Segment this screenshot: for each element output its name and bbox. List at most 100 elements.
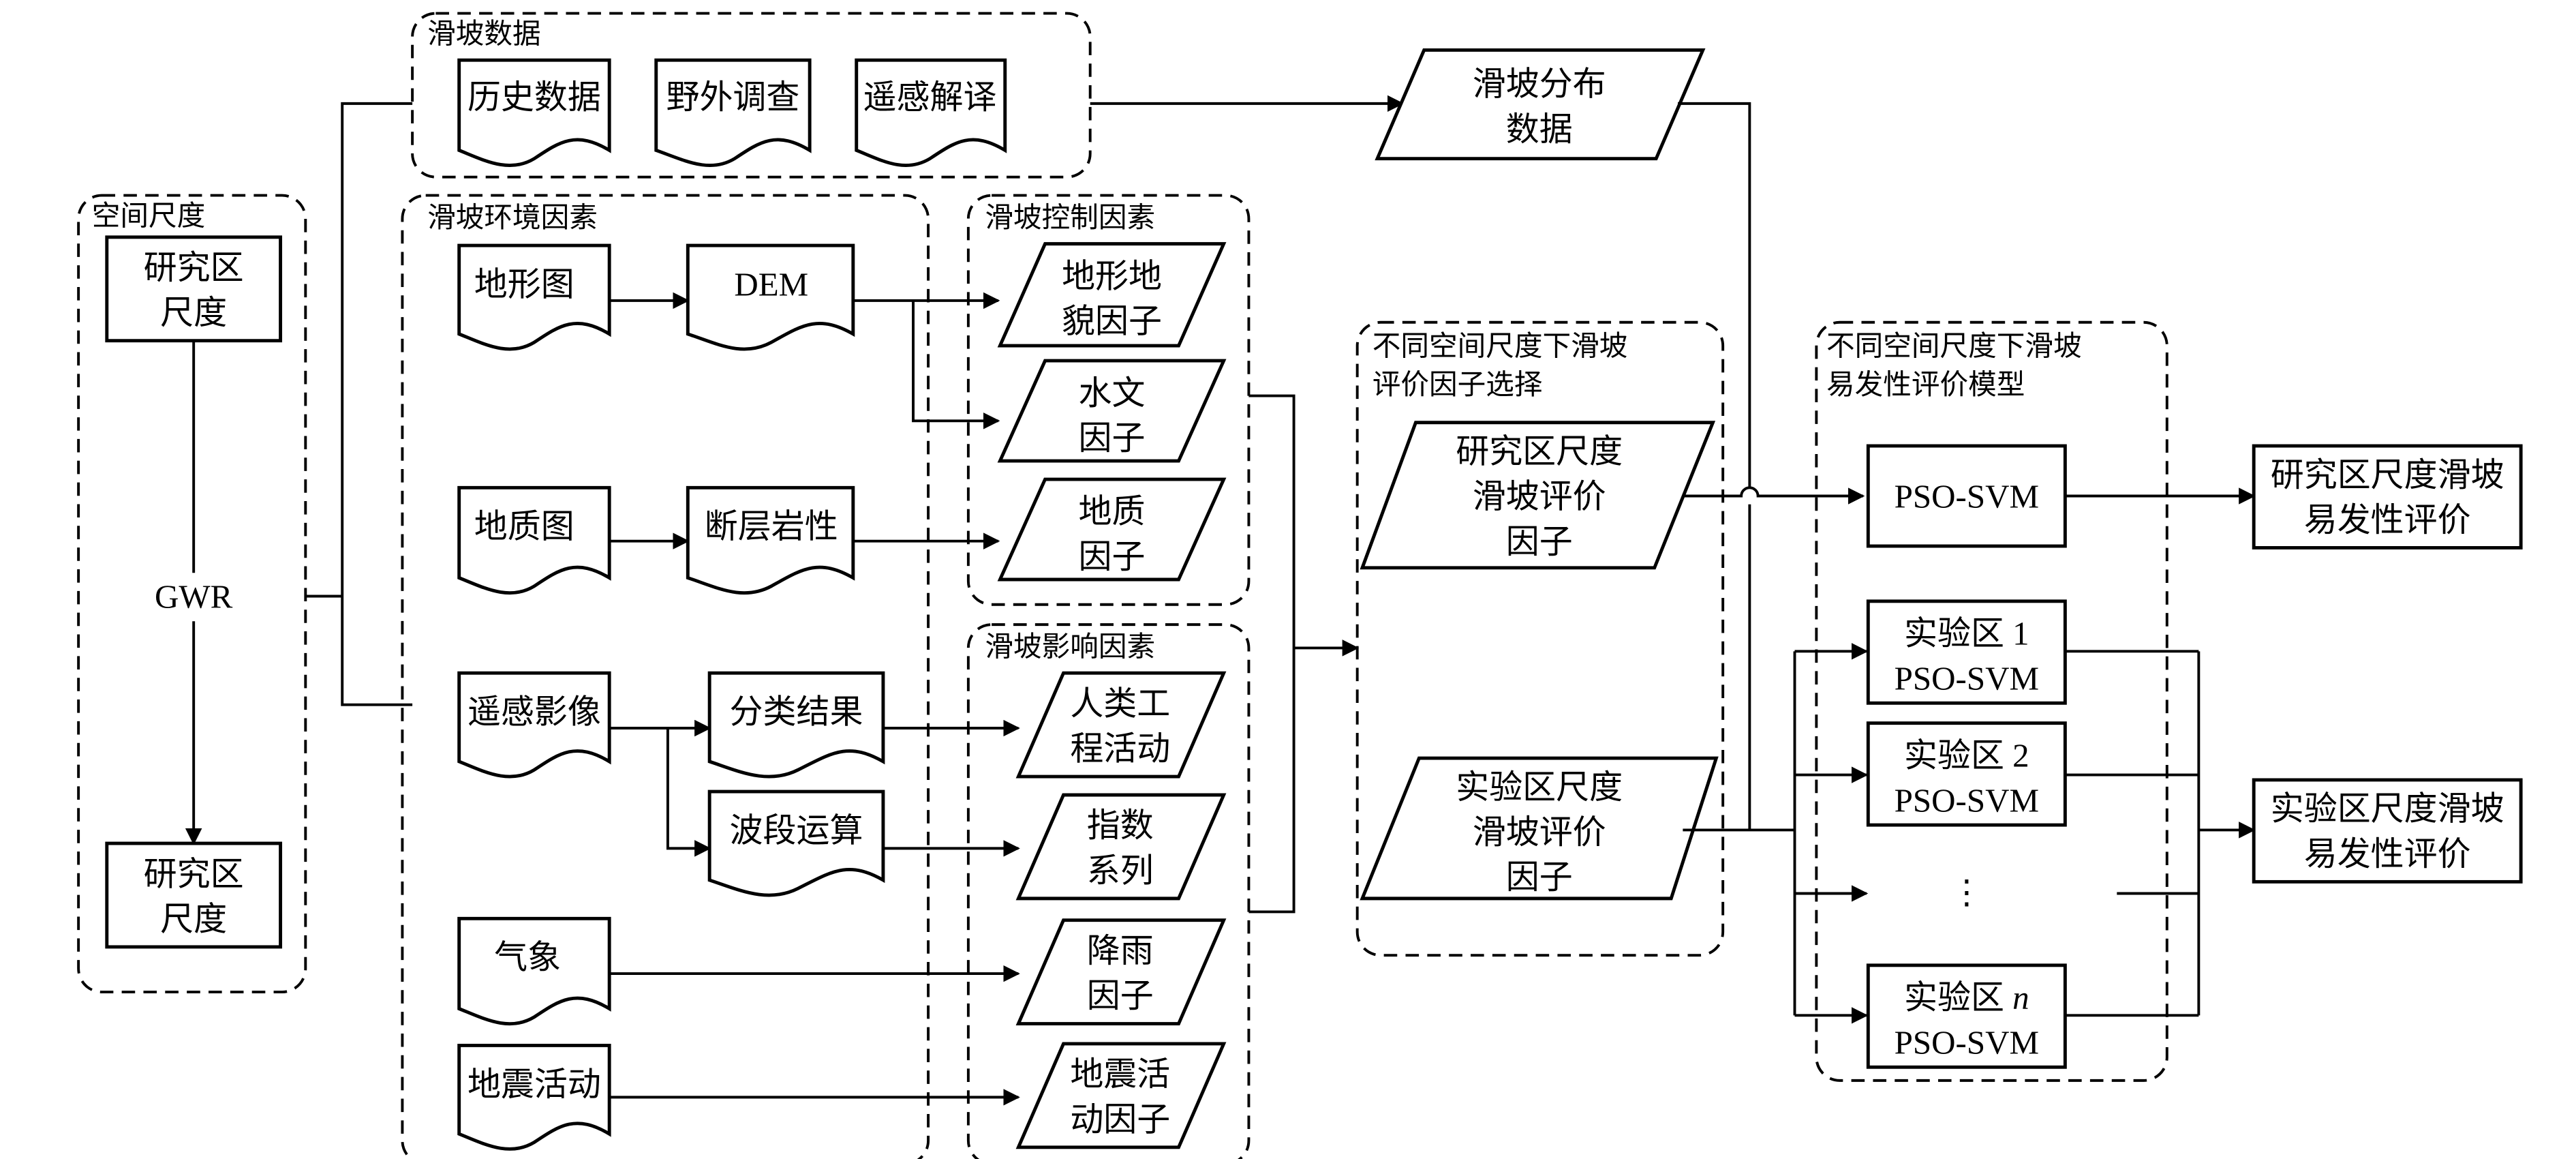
doc-field-survey-label: 野外调查 — [666, 78, 799, 116]
geology-line1: 地质 — [1079, 493, 1146, 530]
doc-field-survey[interactable]: 野外调查 — [654, 58, 812, 168]
factor-selection-group — [1355, 320, 1725, 957]
topo-map-label: 地形图 — [474, 266, 574, 303]
distribution-line2: 数据 — [1506, 110, 1573, 148]
fault-lithology-label: 断层岩性 — [705, 508, 838, 545]
meteorology-label: 气象 — [494, 939, 561, 976]
seismic-factor-line2: 动因子 — [1070, 1100, 1170, 1138]
environment-factors-title: 滑坡环境因素 — [427, 202, 598, 234]
doc-dem[interactable]: DEM — [686, 243, 855, 351]
exp-factors-line3: 因子 — [1506, 858, 1573, 896]
landslide-data-group — [411, 12, 1092, 179]
doc-band-math[interactable]: 波段运算 — [707, 789, 885, 897]
model-expn-prefix: 实验区 — [1904, 979, 2012, 1017]
factor-landform[interactable]: 地形地 貌因子 — [997, 242, 1227, 348]
dem-label: DEM — [734, 266, 808, 303]
output-study-susceptibility[interactable]: 研究区尺度滑坡 易发性评价 — [2252, 444, 2523, 550]
study-area-scale-box-bottom[interactable] — [105, 841, 283, 949]
factor-human-activity[interactable]: 人类工 程活动 — [1015, 671, 1227, 779]
model-expn-line1: 实验区 n — [1904, 979, 2029, 1017]
model-group — [1815, 320, 2168, 1082]
spatial-scale-title: 空间尺度 — [92, 200, 206, 232]
study-scale-top-line1: 研究区 — [144, 249, 244, 286]
factors-merge-connector — [1248, 394, 1295, 914]
doc-history-label: 历史数据 — [467, 78, 601, 116]
seismic-label: 地震活动 — [467, 1066, 601, 1103]
model-study-pso-svm[interactable]: PSO-SVM — [1866, 444, 2067, 548]
output-study-line1: 研究区尺度滑坡 — [2271, 456, 2504, 494]
geology-line2: 因子 — [1079, 538, 1146, 575]
factor-rainfall[interactable]: 降雨 因子 — [1015, 918, 1227, 1026]
environment-factors-group — [401, 194, 930, 1159]
rs-image-label: 遥感影像 — [467, 693, 601, 731]
doc-classification[interactable]: 分类结果 — [707, 671, 885, 779]
study-scale-bottom-line1: 研究区 — [144, 855, 244, 892]
study-factors-line3: 因子 — [1506, 523, 1573, 560]
doc-rs-image[interactable]: 遥感影像 — [457, 671, 611, 779]
experiment-area-evaluation-factors[interactable]: 实验区尺度 滑坡评价 因子 — [1360, 756, 1719, 901]
study-scale-bottom-line2: 尺度 — [160, 900, 227, 937]
human-activity-line1: 人类工 — [1070, 684, 1170, 722]
model-exp2-pso-svm[interactable]: 实验区 2 PSO-SVM — [1866, 721, 2067, 827]
bracket-vertical — [341, 102, 413, 706]
output-exp-line2: 易发性评价 — [2304, 835, 2471, 873]
study-area-evaluation-factors[interactable]: 研究区尺度 滑坡评价 因子 — [1360, 421, 1716, 570]
doc-meteorology[interactable]: 气象 — [457, 916, 611, 1026]
distribution-line1: 滑坡分布 — [1473, 65, 1606, 103]
factor-selection-title-line2: 评价因子选择 — [1373, 370, 1543, 401]
factor-geology[interactable]: 地质 因子 — [997, 477, 1227, 582]
study-factors-line1: 研究区尺度 — [1456, 433, 1623, 470]
doc-history[interactable]: 历史数据 — [457, 58, 611, 168]
landform-line1: 地形地 — [1062, 257, 1162, 295]
spatial-scale-group — [77, 194, 307, 994]
factor-hydrology[interactable]: 水文 因子 — [997, 359, 1227, 463]
output-study-line2: 易发性评价 — [2304, 501, 2471, 539]
model-exp2-line1: 实验区 2 — [1904, 736, 2029, 774]
geo-map-label: 地质图 — [474, 508, 574, 545]
hydrology-line2: 因子 — [1079, 419, 1146, 457]
rs-to-bandmath-arrow — [666, 728, 711, 857]
landform-line2: 貌因子 — [1062, 302, 1162, 340]
study-factors-line2: 滑坡评价 — [1473, 478, 1606, 515]
model-exp1-pso-svm[interactable]: 实验区 1 PSO-SVM — [1866, 599, 2067, 705]
classification-label: 分类结果 — [730, 693, 863, 731]
index-series-line2: 系列 — [1087, 852, 1154, 889]
doc-geo-map[interactable]: 地质图 — [457, 485, 611, 595]
distribution-connector — [1678, 102, 1751, 488]
index-series-line1: 指数 — [1087, 807, 1154, 844]
factor-selection-title-line1: 不同空间尺度下滑坡 — [1373, 331, 1628, 363]
landslide-data-title: 滑坡数据 — [427, 19, 541, 50]
exp-factors-line2: 滑坡评价 — [1473, 813, 1606, 851]
doc-remote-interpretation-label: 遥感解译 — [863, 78, 997, 116]
rainfall-line2: 因子 — [1087, 977, 1154, 1014]
dem-to-hydro-arrow — [912, 300, 1000, 430]
model-title-line2: 易发性评价模型 — [1826, 370, 2025, 401]
doc-fault-lithology[interactable]: 断层岩性 — [686, 485, 855, 595]
model-expn-variable: n — [2012, 979, 2029, 1017]
study-scale-top-line2: 尺度 — [160, 294, 227, 331]
factor-seismic[interactable]: 地震活 动因子 — [1015, 1042, 1227, 1149]
model-title-line1: 不同空间尺度下滑坡 — [1826, 331, 2082, 363]
model-expn-pso-svm[interactable]: 实验区 n PSO-SVM — [1866, 963, 2067, 1069]
model-exp1-line2: PSO-SVM — [1895, 660, 2039, 697]
seismic-factor-line1: 地震活 — [1070, 1055, 1170, 1093]
band-math-label: 波段运算 — [730, 812, 863, 849]
model-ellipsis: ⋮ — [1950, 873, 1983, 911]
gwr-label: GWR — [155, 578, 233, 616]
human-activity-line2: 程活动 — [1070, 730, 1170, 768]
doc-seismic[interactable]: 地震活动 — [457, 1043, 611, 1151]
output-exp-line1: 实验区尺度滑坡 — [2271, 790, 2504, 828]
model-exp2-line2: PSO-SVM — [1895, 781, 2039, 819]
doc-remote-interpretation[interactable]: 遥感解译 — [855, 58, 1007, 168]
output-experiment-susceptibility[interactable]: 实验区尺度滑坡 易发性评价 — [2252, 778, 2523, 884]
doc-topo-map[interactable]: 地形图 — [457, 243, 611, 351]
hydrology-line1: 水文 — [1079, 374, 1146, 412]
model-expn-line2: PSO-SVM — [1895, 1024, 2039, 1062]
factor-index-series[interactable]: 指数 系列 — [1015, 793, 1227, 901]
study-factors-to-model-arrow — [1683, 486, 1865, 505]
rainfall-line1: 降雨 — [1087, 932, 1154, 969]
influence-factors-group — [966, 623, 1251, 1159]
model-study-label: PSO-SVM — [1895, 478, 2039, 515]
landslide-distribution-data[interactable]: 滑坡分布 数据 — [1375, 48, 1706, 161]
